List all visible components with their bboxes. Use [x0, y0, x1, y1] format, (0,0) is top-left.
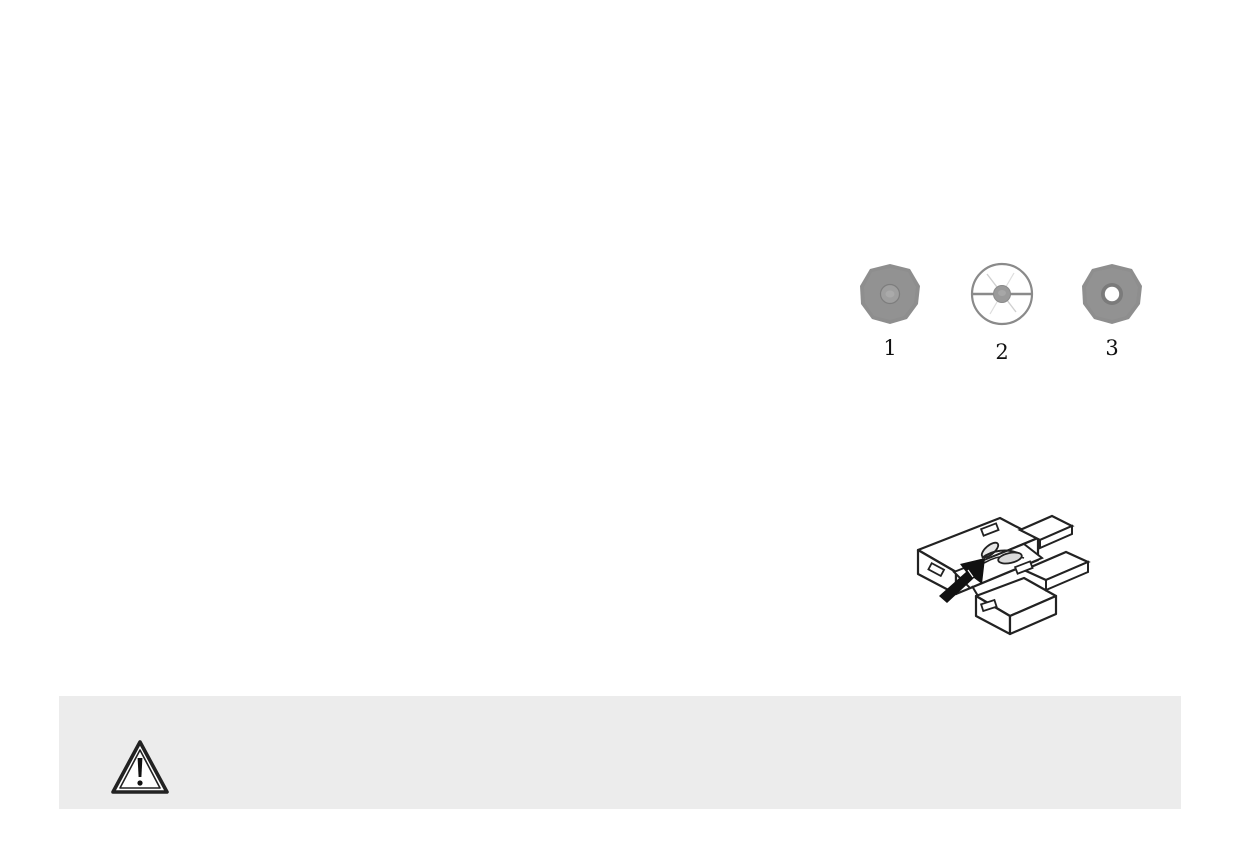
- blade-fuse-icon: [916, 514, 1091, 636]
- bulb-1: 1: [852, 256, 928, 360]
- fuse-figure: [912, 500, 1098, 636]
- bulb-1-label: 1: [883, 336, 897, 360]
- bulb-2-icon: [970, 262, 1034, 326]
- warning-panel: [59, 696, 1181, 809]
- warning-triangle-icon: [111, 740, 169, 794]
- bulb-3: 3: [1074, 256, 1150, 360]
- bulb-figure: 1 2 3: [848, 256, 1158, 368]
- bulb-3-icon: [1082, 264, 1142, 324]
- bulb-1-icon: [860, 264, 920, 324]
- bulb-3-label: 3: [1105, 336, 1119, 360]
- bulb-2: 2: [964, 256, 1040, 364]
- bulb-2-label: 2: [995, 340, 1009, 364]
